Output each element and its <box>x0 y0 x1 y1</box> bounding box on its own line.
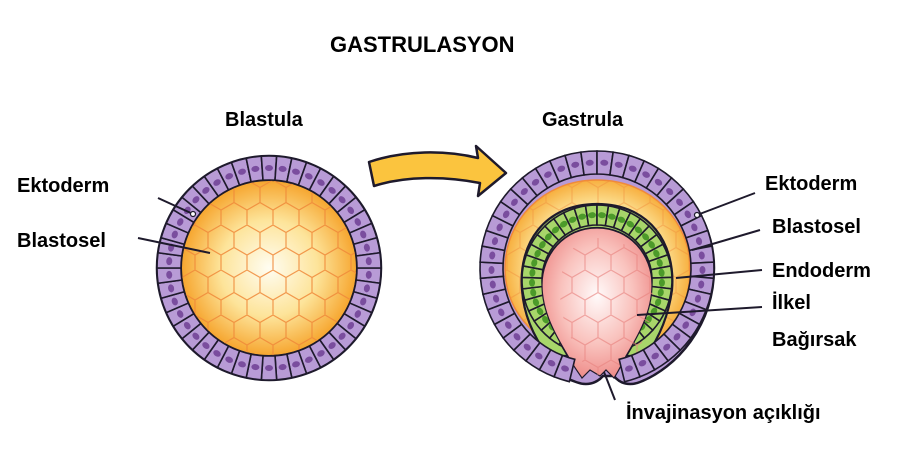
label-gastrula-archenteron-line2: Bağırsak <box>772 329 857 351</box>
transition-arrow-icon <box>367 144 508 198</box>
label-gastrula-archenteron-line1: İlkel <box>772 292 811 314</box>
label-gastrula-endoderm: Endoderm <box>772 260 871 282</box>
blastula-ectoderm-cells <box>156 155 382 381</box>
gastrula-diagram <box>479 150 716 386</box>
page-title: GASTRULASYON <box>330 32 515 57</box>
gastrula-heading: Gastrula <box>542 109 624 131</box>
label-gastrula-ectoderm: Ektoderm <box>765 173 858 195</box>
leader-blastula-blastocoel <box>137 237 211 254</box>
leader-gastrula-blastocoel <box>691 229 761 251</box>
blastula-diagram <box>155 154 383 382</box>
label-blastula-ectoderm: Ektoderm <box>17 175 110 197</box>
gastrula-ectoderm-cells <box>479 150 715 383</box>
label-blastula-blastocoel: Blastosel <box>17 230 106 252</box>
label-gastrula-blastopore: İnvajinasyon açıklığı <box>626 402 821 424</box>
leader-gastrula-blastopore <box>603 371 616 401</box>
label-gastrula-blastocoel: Blastosel <box>772 216 861 238</box>
leader-lines <box>137 192 763 401</box>
blastula-heading: Blastula <box>225 109 303 131</box>
leader-blastula-ectoderm <box>157 197 194 215</box>
leader-gastrula-endoderm <box>675 269 763 279</box>
leader-gastrula-archenteron <box>636 306 763 316</box>
leader-gastrula-ectoderm <box>696 192 756 216</box>
